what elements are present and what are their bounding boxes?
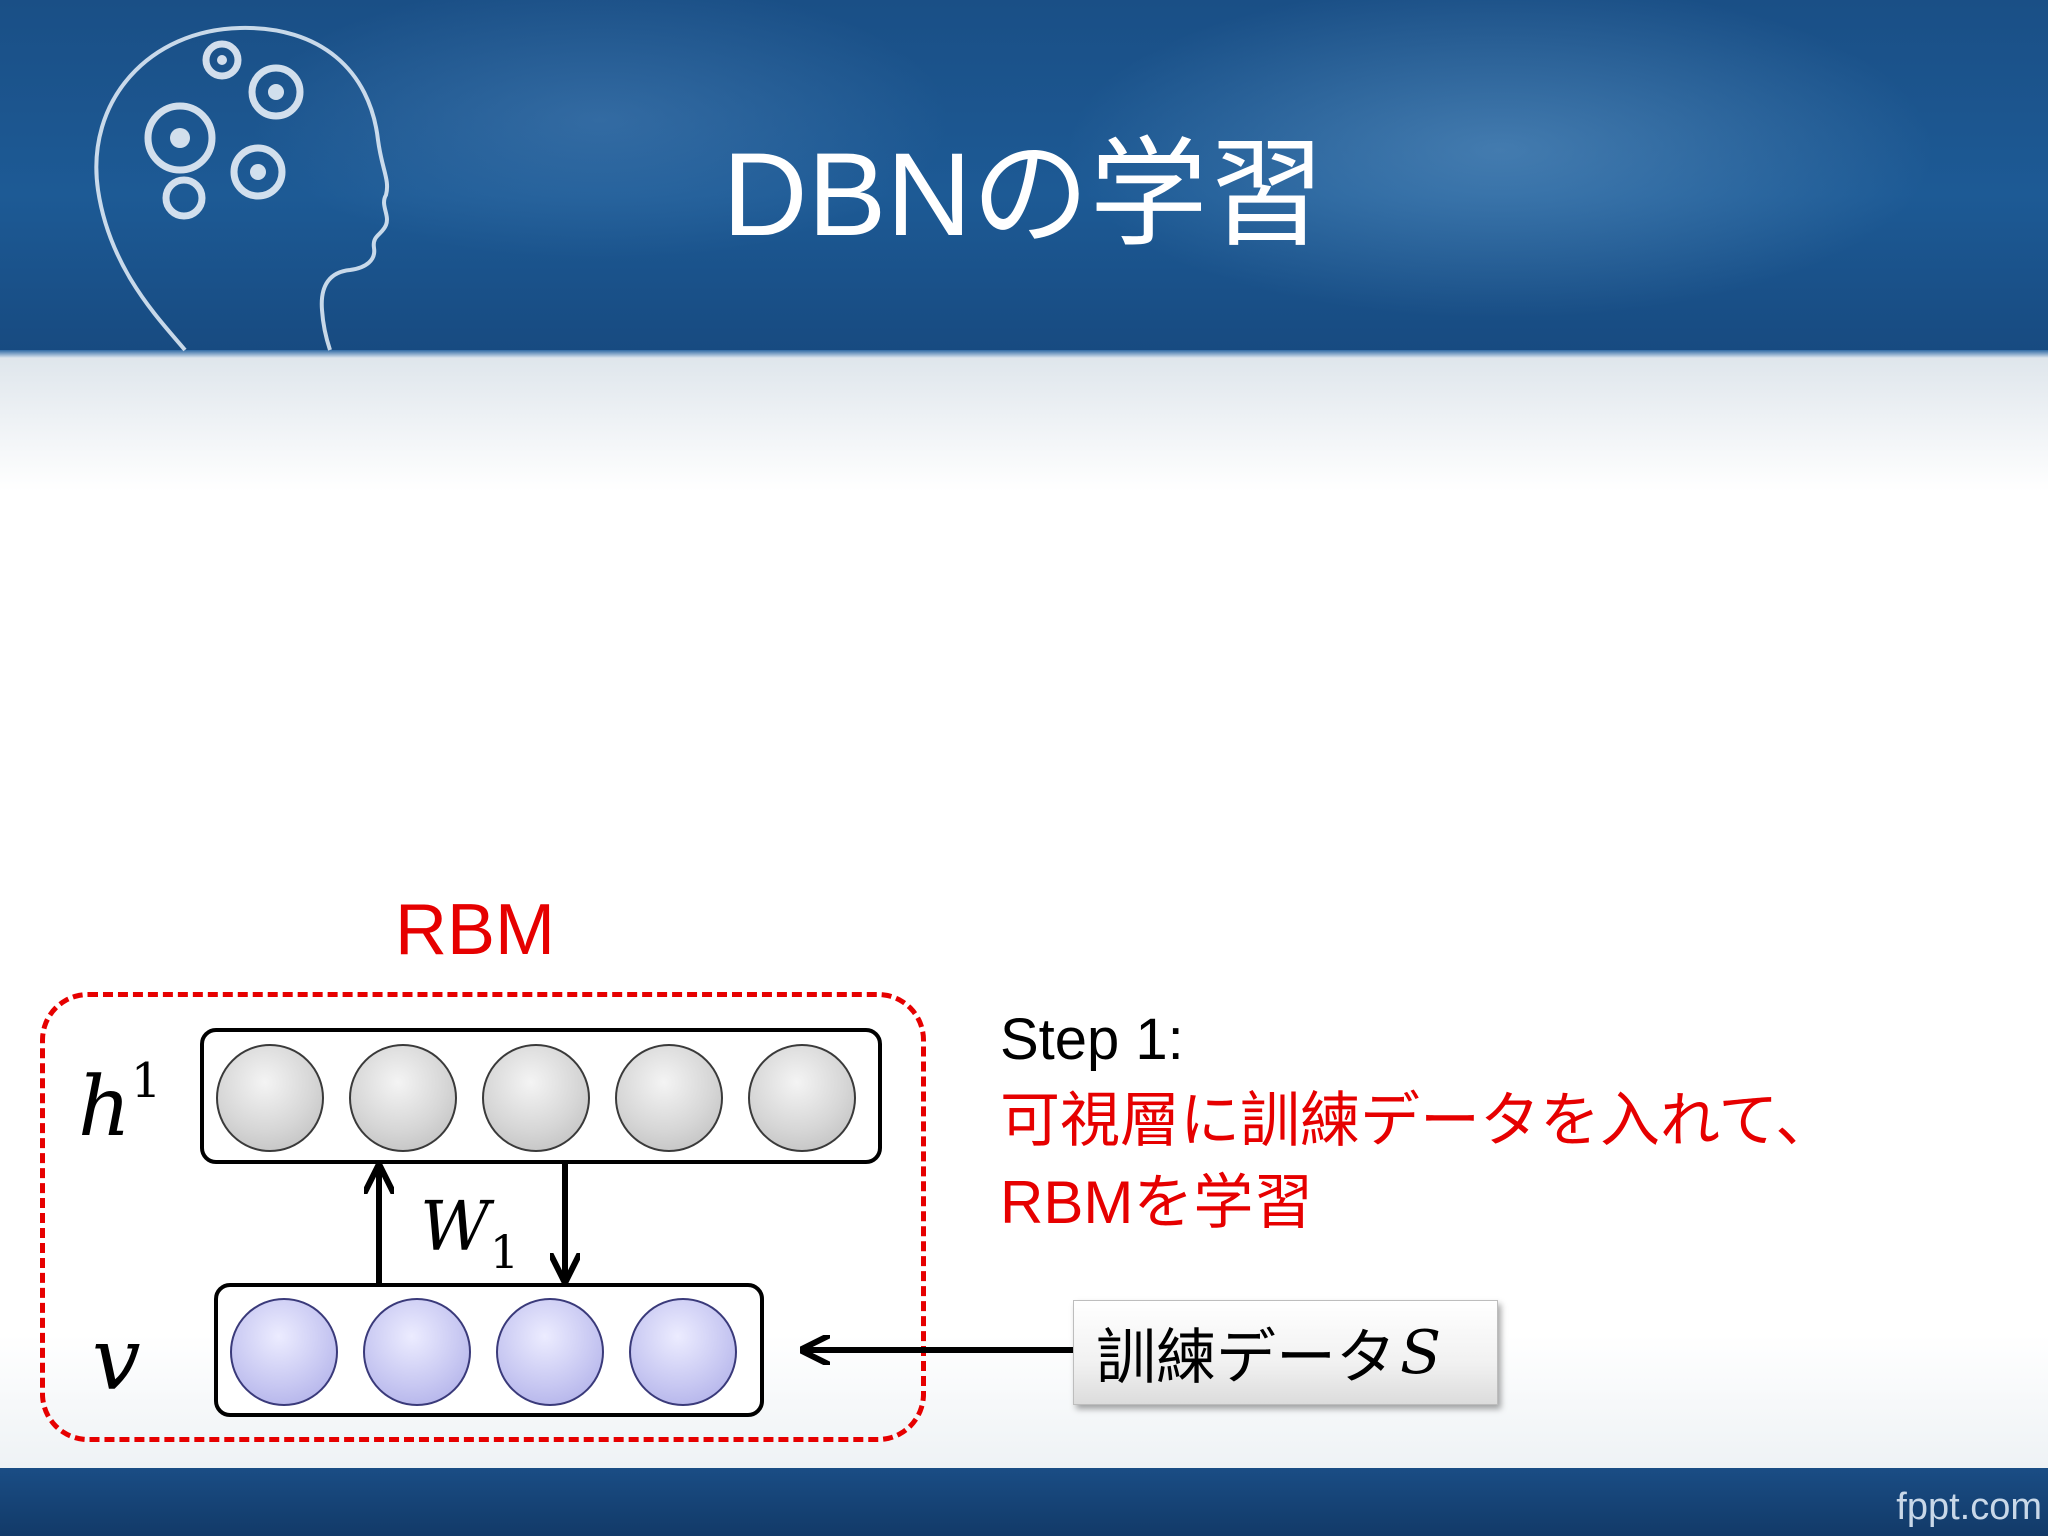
footer-brand: fppt.com (1896, 1486, 2042, 1528)
hidden-node (615, 1044, 723, 1152)
visible-layer-symbol: v (92, 1310, 141, 1410)
step-line: 可視層に訓練データを入れて、 (1000, 1087, 1836, 1154)
visible-node (629, 1298, 737, 1406)
step-description: 可視層に訓練データを入れて、 RBMを学習 (1000, 1080, 2000, 1244)
hidden-layer-superscript: 1 (130, 1053, 162, 1109)
hidden-node (349, 1044, 457, 1152)
step-heading: Step 1: (1000, 1007, 1184, 1072)
rbm-label: RBM (395, 890, 555, 970)
training-data-label: 訓練データ (1096, 1324, 1396, 1391)
visible-node (363, 1298, 471, 1406)
hidden-node (216, 1044, 324, 1152)
visible-node (230, 1298, 338, 1406)
head-gears-icon (94, 25, 389, 352)
hidden-node (748, 1044, 856, 1152)
hidden-node (482, 1044, 590, 1152)
header-divider (0, 350, 2048, 358)
weight-symbol: W (420, 1188, 490, 1267)
slide-title: DBNの学習 (722, 129, 1326, 261)
rbm-boundary (40, 992, 926, 1442)
hidden-layer-box (200, 1028, 882, 1164)
visible-layer-label: v (92, 1310, 141, 1410)
footer-bar (0, 1468, 2048, 1536)
hidden-layer-symbol: h (78, 1060, 131, 1155)
step-line: RBMを学習 (1000, 1169, 1314, 1236)
hidden-layer-label: h1 (78, 1053, 161, 1155)
training-data-symbol: S (1400, 1317, 1442, 1388)
visible-layer-box (214, 1283, 764, 1417)
weight-label: W1 (420, 1188, 519, 1279)
weight-subscript: 1 (489, 1225, 520, 1279)
visible-node (496, 1298, 604, 1406)
